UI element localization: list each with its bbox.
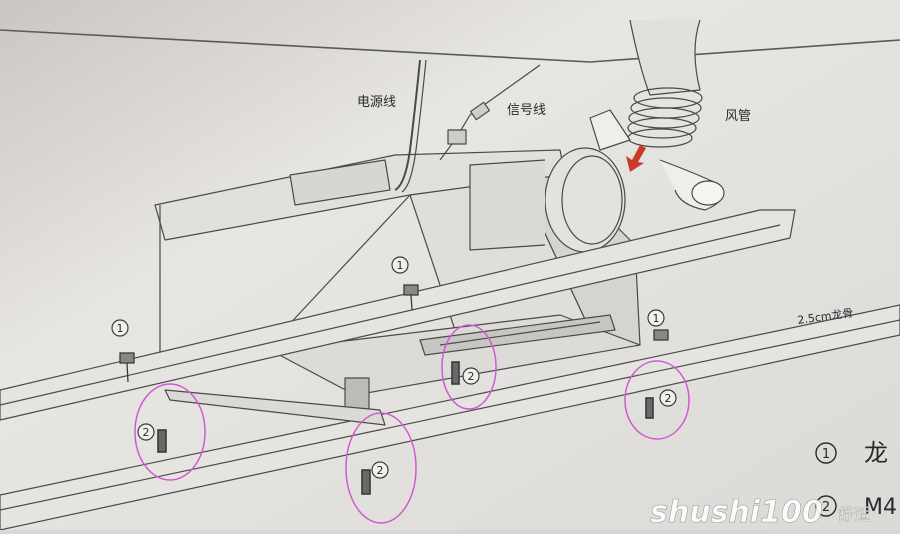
callout-1-c — [647, 309, 665, 327]
legend-1-num: 1 — [822, 447, 830, 462]
rail-line — [439, 321, 601, 346]
callout-1-b-label: 1 — [397, 259, 404, 272]
power-cable-2 — [401, 59, 427, 193]
power-cable-label: 电源线 — [357, 95, 396, 110]
highlight-3 — [345, 412, 417, 524]
power-cable — [394, 59, 421, 191]
callout-1-group — [111, 256, 665, 337]
bolt-screws — [157, 361, 654, 495]
airflow-arrow — [626, 145, 646, 172]
highlight-2 — [441, 324, 497, 410]
callout-2-d — [659, 389, 677, 407]
callout-2-a-label: 2 — [143, 426, 150, 439]
callout-1-a-label: 1 — [117, 322, 124, 335]
keel-lower-edge — [0, 319, 900, 511]
keel-upper-edge — [0, 224, 781, 406]
drawing — [0, 19, 900, 531]
watermark-suffix: 舒适 — [838, 505, 870, 524]
legend-1-text: 龙 — [864, 439, 888, 467]
unit-body-box — [289, 159, 391, 206]
highlight-circles — [134, 324, 690, 524]
callout-2-b-label: 2 — [468, 370, 475, 383]
signal-cable-label: 信号线 — [507, 103, 546, 118]
callout-1-c-label: 1 — [653, 312, 660, 325]
watermark: shushi100 舒适 — [650, 495, 871, 531]
signal-connector — [469, 101, 491, 121]
slide-rail — [419, 314, 616, 356]
callout-2-c — [371, 461, 389, 479]
air-duct-label: 风管 — [725, 109, 751, 124]
callout-2-b — [462, 367, 480, 385]
air-duct-bend — [589, 109, 631, 151]
legend-2-circle — [815, 495, 837, 517]
callout-2-c-label: 2 — [377, 464, 384, 477]
legend-1-circle — [815, 442, 837, 464]
signal-plug — [447, 129, 467, 145]
hanger-screws — [119, 284, 669, 383]
callout-2-d-label: 2 — [665, 392, 672, 405]
watermark-text: shushi100 — [650, 495, 823, 530]
keel-upper — [0, 209, 796, 421]
callout-2-a — [137, 423, 155, 441]
air-duct-ring — [691, 180, 725, 206]
keel-lower — [0, 304, 900, 531]
highlight-4 — [624, 360, 690, 440]
callout-1-b — [391, 256, 409, 274]
duct-collar-body — [469, 159, 546, 251]
duct-collar — [544, 147, 626, 253]
callout-2-group — [137, 367, 677, 479]
air-duct-hose — [629, 19, 701, 96]
legend: 1 龙 2 M4 — [815, 439, 897, 520]
legend-2-text: M4 — [864, 495, 897, 520]
signal-cable — [439, 64, 541, 161]
cross-bar — [164, 389, 386, 426]
legend-2-num: 2 — [822, 500, 830, 515]
highlight-1 — [134, 383, 206, 481]
callout-1-a — [111, 319, 129, 337]
page-edge — [0, 29, 900, 63]
duct-collar-inner — [561, 155, 623, 245]
